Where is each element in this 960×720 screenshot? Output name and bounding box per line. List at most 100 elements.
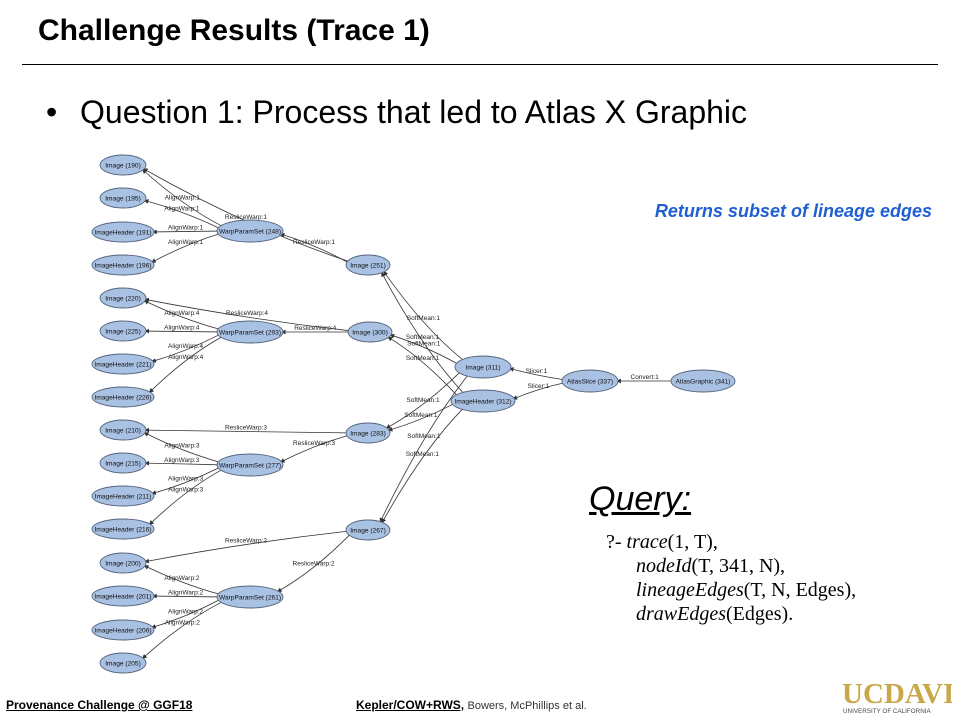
lineage-edge — [144, 328, 219, 334]
lineage-edge — [144, 530, 348, 564]
lineage-edge — [142, 601, 223, 659]
node-label: WarpParamSet (248) — [219, 228, 281, 235]
graph-node: Image (200) — [99, 552, 147, 574]
node-label: Image (300) — [352, 329, 388, 336]
node-label: ImageHeader (196) — [94, 262, 151, 269]
graph-node: Image (267) — [345, 519, 391, 541]
lineage-edge — [279, 435, 348, 463]
query-line: drawEdges(Edges). — [606, 602, 856, 626]
query-prompt: ?- — [606, 531, 622, 553]
edge-label: AlignWarp:4 — [164, 310, 200, 317]
node-ellipse — [216, 219, 284, 243]
edge-label: AlignWarp:4 — [168, 354, 204, 361]
node-label: ImageHeader (216) — [94, 526, 151, 533]
node-label: Image (200) — [105, 560, 141, 567]
lineage-edge — [387, 403, 454, 432]
node-label: ImageHeader (312) — [454, 398, 511, 405]
node-ellipse — [216, 585, 284, 609]
node-label: Image (210) — [105, 427, 141, 434]
lineage-edge — [143, 300, 220, 330]
slide-title: Challenge Results (Trace 1) — [38, 14, 430, 47]
edge-label: SoftMean:1 — [406, 451, 440, 458]
edge-label: SoftMean:1 — [406, 355, 440, 362]
node-ellipse — [670, 369, 736, 393]
query-args: (T, N, Edges), — [743, 579, 857, 601]
node-ellipse — [91, 518, 155, 540]
graph-node: ImageHeader (206) — [91, 619, 155, 641]
lineage-edge — [148, 336, 223, 394]
lineage-edge — [151, 599, 220, 629]
edge-label: Slicer:1 — [526, 368, 548, 375]
lineage-edge — [383, 270, 464, 361]
logo-wordmark: UCDAVIS — [842, 678, 952, 710]
node-label: Image (190) — [105, 162, 141, 169]
query-line: nodeId(T, 341, N), — [606, 554, 856, 578]
edge-label: AlignWarp:3 — [168, 475, 204, 482]
node-ellipse — [99, 187, 147, 209]
graph-node: WarpParamSet (261) — [216, 585, 284, 609]
edge-label: AlignWarp:3 — [164, 442, 200, 449]
node-label: WarpParamSet (261) — [219, 594, 281, 601]
edge-label: AlignWarp:3 — [164, 457, 200, 464]
lineage-edge — [143, 199, 220, 229]
lineage-edge — [276, 534, 351, 593]
node-label: WarpParamSet (293) — [219, 329, 281, 336]
lineage-edge — [379, 375, 468, 523]
node-ellipse — [99, 419, 147, 441]
graph-node: ImageHeader (211) — [91, 485, 155, 507]
node-ellipse — [91, 254, 155, 276]
node-ellipse — [216, 320, 284, 344]
graph-node: WarpParamSet (277) — [216, 453, 284, 477]
graph-node: Image (210) — [99, 419, 147, 441]
node-label: Image (195) — [105, 195, 141, 202]
node-label: AtlasSlice (337) — [567, 378, 613, 385]
bullet-item: •Question 1: Process that led to Atlas X… — [46, 94, 747, 131]
edge-label: AlignWarp:2 — [168, 589, 204, 596]
node-label: Image (205) — [105, 660, 141, 667]
node-label: Image (267) — [350, 527, 386, 534]
query-predicate: nodeId — [636, 555, 692, 577]
lineage-edge — [143, 565, 220, 595]
node-label: WarpParamSet (277) — [219, 462, 281, 469]
lineage-edge — [151, 334, 220, 363]
edge-label: AlignWarp:2 — [165, 619, 201, 626]
query-line: lineageEdges(T, N, Edges), — [606, 578, 856, 602]
query-title: Query: — [589, 480, 692, 518]
node-ellipse — [91, 386, 155, 408]
node-ellipse — [454, 355, 512, 379]
lineage-note: Returns subset of lineage edges — [654, 201, 932, 221]
lineage-edge — [389, 333, 458, 365]
edge-label: ResliceWarp:2 — [225, 538, 267, 545]
graph-node: Image (195) — [99, 187, 147, 209]
edge-label: ResliceWarp:4 — [226, 310, 268, 317]
graph-node: Image (225) — [99, 320, 147, 342]
query-code: ?- trace(1, T), nodeId(T, 341, N), linea… — [606, 530, 856, 626]
graph-node: ImageHeader (226) — [91, 386, 155, 408]
edge-label: ResliceWarp:1 — [225, 214, 267, 221]
node-ellipse — [345, 519, 391, 541]
node-ellipse — [99, 452, 147, 474]
node-ellipse — [345, 422, 391, 444]
node-label: ImageHeader (191) — [94, 229, 151, 236]
graph-node: Image (205) — [99, 652, 147, 674]
title-divider — [22, 64, 938, 65]
logo-subtitle: UNIVERSITY OF CALIFORNIA — [843, 708, 932, 715]
node-ellipse — [91, 485, 155, 507]
edge-label: AlignWarp:1 — [164, 205, 200, 212]
node-label: AtlasGraphic (341) — [676, 378, 731, 385]
lineage-edge — [148, 469, 223, 526]
node-ellipse — [99, 320, 147, 342]
node-ellipse — [99, 652, 147, 674]
edge-label: AlignWarp:1 — [168, 239, 204, 246]
node-label: Image (215) — [105, 460, 141, 467]
edge-label: AlignWarp:3 — [168, 486, 204, 493]
query-predicate: lineageEdges — [636, 579, 744, 601]
edge-label: AlignWarp:2 — [168, 609, 204, 616]
edge-label: AlignWarp:4 — [164, 324, 200, 331]
lineage-edge — [385, 371, 461, 429]
edge-label: AlignWarp:1 — [165, 195, 201, 202]
edge-label: SoftMean:1 — [406, 397, 440, 404]
graph-node: ImageHeader (312) — [450, 389, 516, 413]
graph-node: ImageHeader (201) — [91, 585, 155, 607]
